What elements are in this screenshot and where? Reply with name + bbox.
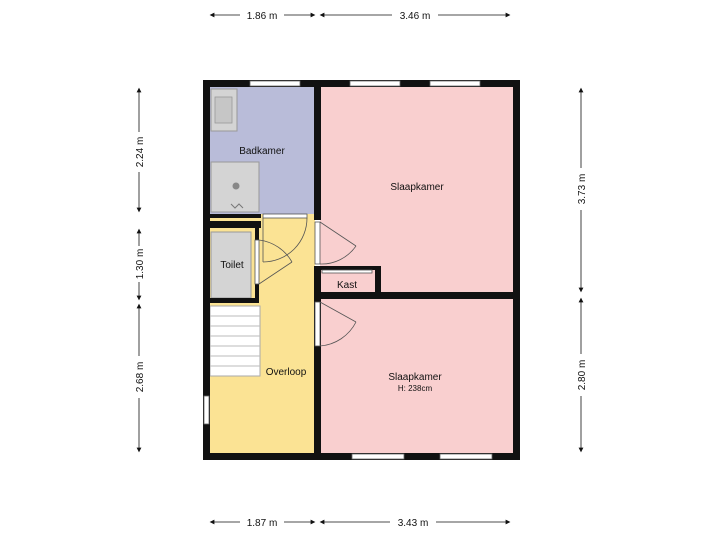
stairs xyxy=(209,305,261,377)
toilet-label: Toilet xyxy=(220,260,244,271)
kast-label: Kast xyxy=(337,280,357,291)
dim-bottom-right: 3.43 m xyxy=(398,518,429,529)
dimension-lines xyxy=(136,12,584,525)
dim-top-left: 1.86 m xyxy=(247,11,278,22)
dim-left-top: 2.24 m xyxy=(135,137,146,168)
dim-right-bottom: 2.80 m xyxy=(577,360,588,391)
sink-basin xyxy=(214,96,233,124)
badkamer-label: Badkamer xyxy=(239,146,285,157)
shower-mark xyxy=(230,203,244,209)
dim-left-bottom: 2.68 m xyxy=(135,362,146,393)
dim-top-right: 3.46 m xyxy=(400,11,431,22)
kast-floor xyxy=(320,270,376,295)
doors xyxy=(254,213,373,347)
shower-drain-icon xyxy=(232,182,240,190)
windows xyxy=(203,80,493,460)
slaapkamer-bottom-floor xyxy=(320,298,514,454)
dim-left-mid: 1.30 m xyxy=(135,249,146,280)
slaapkamer-top-floor xyxy=(320,86,514,295)
overloop-label: Overloop xyxy=(266,367,307,378)
dim-right-top: 3.73 m xyxy=(577,174,588,205)
slaapkamer-bottom-label: Slaapkamer xyxy=(388,372,442,383)
slaapkamer-top-label: Slaapkamer xyxy=(390,182,444,193)
dim-bottom-left: 1.87 m xyxy=(247,518,278,529)
slaapkamer-bottom-height: H: 238cm xyxy=(398,384,433,393)
toilet-fixture xyxy=(210,231,252,299)
